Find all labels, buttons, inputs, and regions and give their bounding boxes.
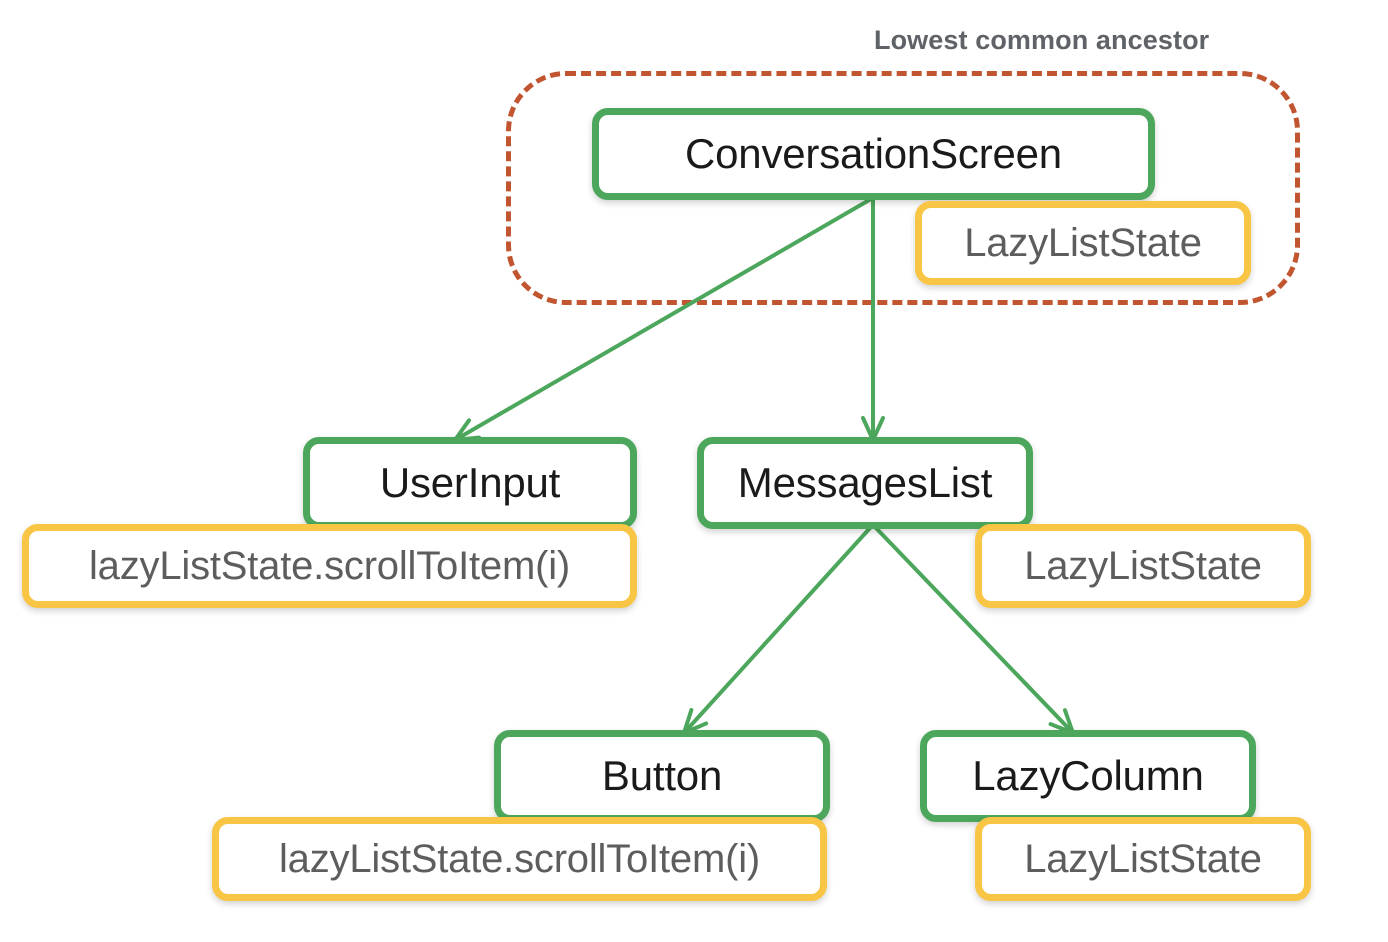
node-conversation-screen-state[interactable]: LazyListState <box>915 201 1251 285</box>
node-messages-list[interactable]: MessagesList <box>697 437 1033 529</box>
lowest-common-ancestor-group <box>506 71 1300 305</box>
node-lazy-column-state[interactable]: LazyListState <box>975 817 1311 901</box>
node-label: ConversationScreen <box>685 130 1062 177</box>
node-label: LazyColumn <box>972 752 1204 799</box>
node-button[interactable]: Button <box>494 730 830 822</box>
node-label: LazyListState <box>964 220 1202 265</box>
node-user-input-state[interactable]: lazyListState.scrollToItem(i) <box>22 524 637 608</box>
edge-messageslist-to-button <box>682 526 872 735</box>
node-label: Button <box>601 752 723 799</box>
node-label: lazyListState.scrollToItem(i) <box>279 836 760 881</box>
node-conversation-screen[interactable]: ConversationScreen <box>592 108 1155 200</box>
node-button-state[interactable]: lazyListState.scrollToItem(i) <box>212 817 827 901</box>
lowest-common-ancestor-label: Lowest common ancestor <box>874 25 1210 55</box>
node-lazy-column[interactable]: LazyColumn <box>920 730 1256 822</box>
node-label: lazyListState.scrollToItem(i) <box>89 543 570 588</box>
node-label: UserInput <box>379 459 561 506</box>
node-user-input[interactable]: UserInput <box>303 437 637 529</box>
node-label: MessagesList <box>737 459 993 506</box>
node-label: LazyListState <box>1024 836 1262 881</box>
node-label: LazyListState <box>1024 543 1262 588</box>
node-messages-list-state[interactable]: LazyListState <box>975 524 1311 608</box>
